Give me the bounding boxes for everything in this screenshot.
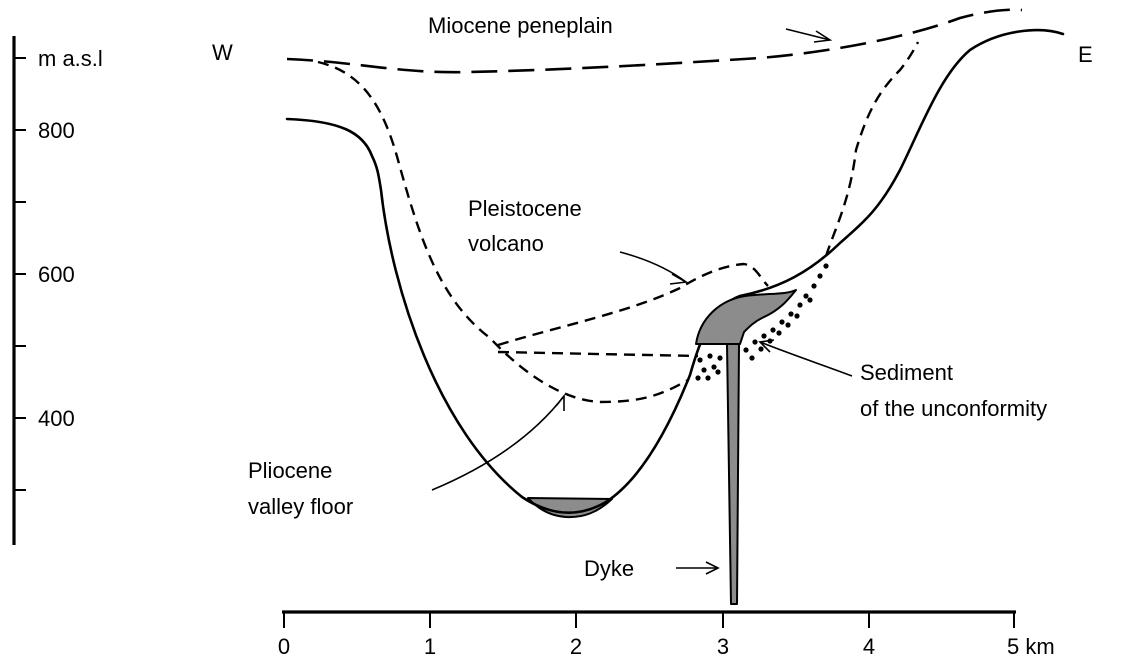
dyke-feeder [726,343,740,605]
volcano-lava-body [695,289,797,346]
pliocene-arrow-head [555,393,565,411]
dyke-label: Dyke [584,556,634,581]
pleistocene-volcano-label: Pleistocene [468,196,582,221]
vertical-unit-label: m a.s.l [38,46,103,71]
horizontal-tick-label: 0 [278,634,290,659]
horizontal-tick-label: 4 [863,634,875,659]
east-label: E [1078,42,1093,67]
sediment-arrow [759,341,853,377]
sediment-label-line2: of the unconformity [860,396,1047,421]
volcano-arrow-head [669,273,689,285]
horizontal-last-tick-label: 5 km [1007,634,1055,659]
vertical-scale: m a.s.l 800 600 400 [12,36,103,545]
pliocene-valley-floor-label: Pliocene [248,458,332,483]
miocene-arrow [785,28,831,41]
pliocene-valley-floor-label-line2: valley floor [248,494,353,519]
horizontal-tick-label: 3 [717,634,729,659]
sediment-label: Sediment [860,360,953,385]
vertical-tick-label: 400 [38,406,75,431]
miocene-peneplain-label: Miocene peneplain [428,13,613,38]
vertical-tick-label: 800 [38,118,75,143]
pliocene-arrow [431,395,565,491]
pleistocene-volcano-outline [497,262,769,347]
horizontal-tick-label: 2 [570,634,582,659]
present-valley-profile [285,28,1065,514]
vertical-tick-label: 600 [38,262,75,287]
sediment-arrow-head [758,339,775,353]
miocene-peneplain-line [286,8,1023,74]
dyke-arrow-head [705,561,720,575]
pleistocene-volcano-label-line2: volcano [468,231,544,256]
pre-volcano-surface [497,350,699,358]
horizontal-tick-label: 1 [424,634,436,659]
west-label: W [212,40,233,65]
pliocene-east-slope [824,41,920,257]
horizontal-scale: 0 1 2 3 4 5 km [278,610,1055,659]
miocene-arrow-head [813,30,833,43]
annotation-arrows [431,28,853,575]
volcano-arrow [619,251,687,283]
